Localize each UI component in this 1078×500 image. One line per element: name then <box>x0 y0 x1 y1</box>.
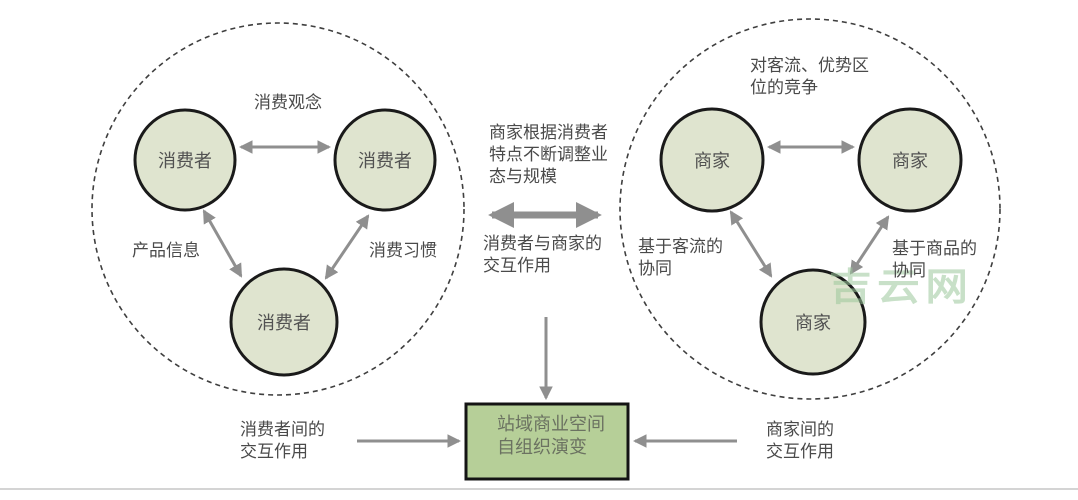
merchant-node-2 <box>857 107 963 213</box>
consumer-node-3 <box>229 267 339 377</box>
consumer-node-1 <box>133 108 237 212</box>
watermark: 吉云网 <box>829 267 974 309</box>
consumer-node-label-3: 消费者 <box>257 313 311 333</box>
merchant-right-diagonal-arrow <box>849 215 890 275</box>
consumer-node-2 <box>333 108 437 212</box>
evolution-box-label: 站域商业空间 自组织演变 <box>497 414 605 457</box>
merchant-cluster-boundary <box>619 18 1001 400</box>
evolution-box <box>464 402 630 481</box>
goods-synergy-label: 基于商品的 协同 <box>892 239 977 280</box>
consumption-concept-label: 消费观念 <box>254 93 322 112</box>
consumer-node-label-2: 消费者 <box>358 151 412 171</box>
product-info-label: 产品信息 <box>132 241 200 260</box>
consumer-merchant-interaction-note: 消费者与商家的 交互作用 <box>483 234 602 275</box>
consumption-habit-label: 消费习惯 <box>369 241 437 260</box>
merchant-left-diagonal-arrow <box>729 210 773 278</box>
merchant-interaction-caption: 商家间的 交互作用 <box>766 420 834 461</box>
merchant-node-3 <box>759 268 867 376</box>
competition-label: 对客流、优势区 位的竞争 <box>750 56 869 97</box>
consumer-left-diagonal-arrow <box>202 209 243 278</box>
bottom-divider <box>0 488 1078 490</box>
flow-synergy-label: 基于客流的 协同 <box>638 237 723 278</box>
merchant-adjustment-note: 商家根据消费者 特点不断调整业 态与规模 <box>489 123 608 186</box>
merchant-node-label-3: 商家 <box>795 313 831 333</box>
consumer-node-label-1: 消费者 <box>158 151 212 171</box>
merchant-node-label-1: 商家 <box>694 151 730 171</box>
consumer-interaction-caption: 消费者间的 交互作用 <box>240 420 325 461</box>
merchant-node-label-2: 商家 <box>892 151 928 171</box>
consumer-right-diagonal-arrow <box>324 214 370 280</box>
merchant-node-1 <box>659 107 765 213</box>
consumer-cluster-boundary <box>91 22 465 396</box>
